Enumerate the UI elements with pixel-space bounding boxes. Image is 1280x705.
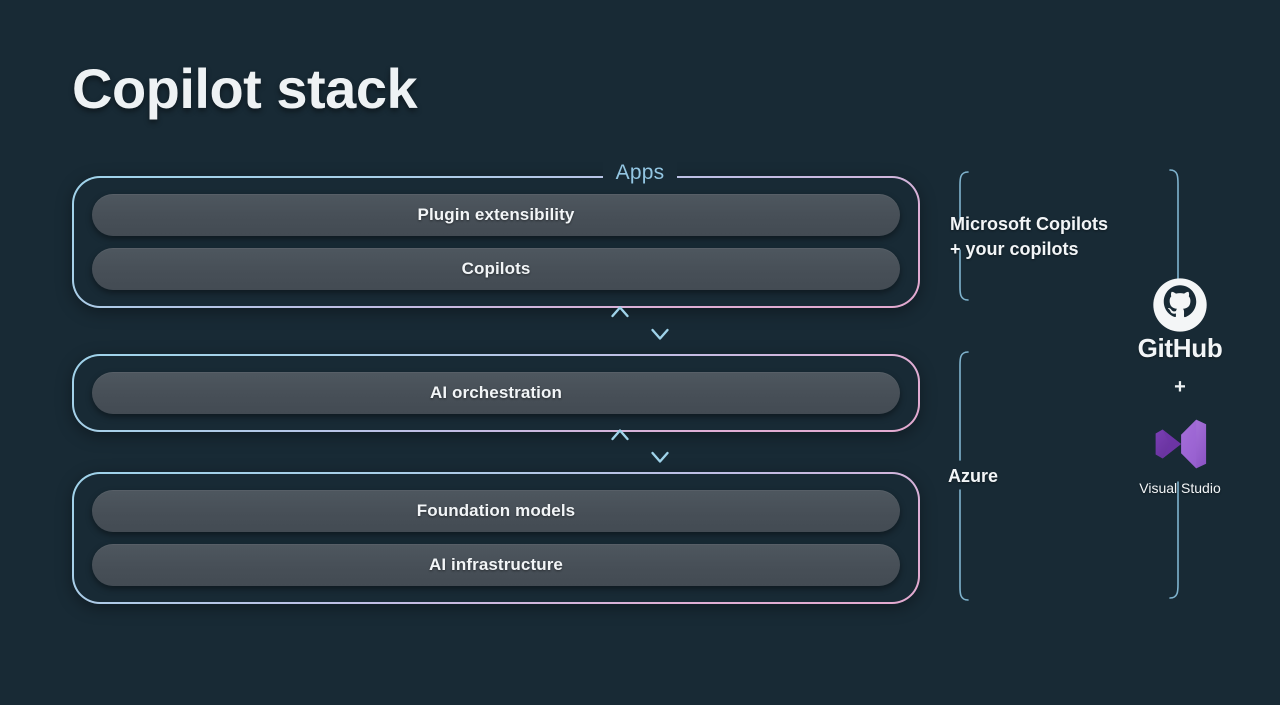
- stack-item-plugin-extensibility[interactable]: Plugin extensibility: [92, 194, 900, 236]
- github-logo-block: GitHub: [1100, 276, 1260, 364]
- arrow-down-icon: [651, 303, 669, 340]
- stack-item-foundation-models[interactable]: Foundation models: [92, 490, 900, 532]
- connector-orchestration-foundation: [0, 426, 1280, 466]
- stack-layer-apps: Plugin extensibility Copilots: [72, 176, 920, 308]
- visual-studio-logo-block: Visual Studio: [1100, 415, 1260, 496]
- visual-studio-wordmark: Visual Studio: [1139, 480, 1221, 496]
- label-microsoft-copilots-line2: + your copilots: [950, 239, 1079, 259]
- stack-item-ai-orchestration[interactable]: AI orchestration: [92, 372, 900, 414]
- visual-studio-infinity-icon: [1155, 419, 1207, 469]
- label-azure: Azure: [948, 466, 999, 486]
- github-wordmark: GitHub: [1137, 333, 1223, 363]
- stack-item-ai-infrastructure[interactable]: AI infrastructure: [92, 544, 900, 586]
- arrow-up-icon: [611, 306, 629, 343]
- connector-apps-orchestration: [0, 303, 1280, 343]
- github-octocat-icon: [1153, 278, 1207, 332]
- arrow-up-icon: [611, 429, 629, 466]
- stack-layer-foundation: Foundation models AI infrastructure: [72, 472, 920, 604]
- label-microsoft-copilots: Microsoft Copilots + your copilots: [950, 212, 1108, 262]
- stack-item-copilots[interactable]: Copilots: [92, 248, 900, 290]
- stack-layer-orchestration: AI orchestration: [72, 354, 920, 432]
- arrow-down-icon: [651, 426, 669, 463]
- label-microsoft-copilots-line1: Microsoft Copilots: [950, 214, 1108, 234]
- plus-separator: +: [1174, 376, 1186, 398]
- page-title: Copilot stack: [72, 57, 418, 120]
